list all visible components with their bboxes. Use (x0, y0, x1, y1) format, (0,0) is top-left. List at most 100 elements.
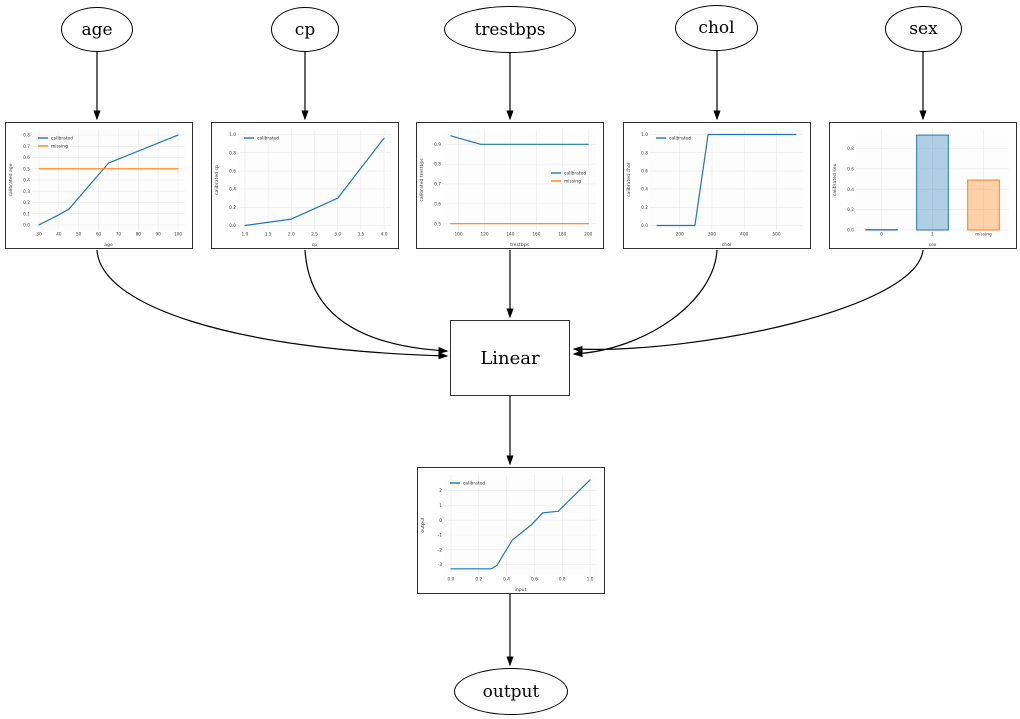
svg-text:0: 0 (880, 232, 883, 238)
svg-text:0.8: 0.8 (23, 133, 30, 139)
svg-text:cp: cp (312, 243, 318, 248)
svg-text:200: 200 (676, 232, 684, 238)
svg-text:0.8: 0.8 (229, 150, 236, 156)
input-node-cp-label: cp (294, 19, 316, 40)
svg-text:0.1: 0.1 (23, 211, 30, 217)
output-node-label: output (482, 681, 540, 702)
svg-text:160: 160 (532, 232, 540, 238)
svg-text:0.3: 0.3 (23, 189, 30, 195)
svg-text:0.6: 0.6 (641, 169, 648, 175)
svg-text:-1: -1 (438, 533, 443, 539)
svg-text:0.8: 0.8 (559, 577, 566, 583)
svg-text:0.5: 0.5 (434, 221, 441, 227)
svg-text:0.5: 0.5 (23, 166, 30, 172)
svg-text:500: 500 (772, 232, 780, 238)
input-node-trestbps: trestbps (444, 6, 576, 53)
edge-cp-calibration-to-linear (304, 249, 449, 355)
edge-age-calibration-to-linear (96, 249, 449, 360)
svg-text:0: 0 (439, 518, 442, 524)
svg-text:0.8: 0.8 (434, 162, 441, 168)
svg-text:missing: missing (564, 179, 581, 185)
svg-text:2: 2 (439, 488, 442, 494)
svg-text:1.0: 1.0 (229, 132, 236, 138)
svg-text:0.4: 0.4 (847, 187, 854, 193)
svg-text:1.0: 1.0 (242, 232, 249, 238)
svg-text:0.6: 0.6 (531, 577, 538, 583)
svg-text:0.4: 0.4 (229, 187, 236, 193)
svg-text:0.0: 0.0 (23, 223, 30, 229)
input-node-cp: cp (271, 7, 339, 52)
svg-text:0.4: 0.4 (23, 178, 30, 184)
svg-text:calibrated sex: calibrated sex (832, 164, 838, 197)
svg-text:0.8: 0.8 (641, 150, 648, 156)
svg-text:30: 30 (36, 232, 42, 238)
svg-text:4.0: 4.0 (381, 232, 388, 238)
edge-sex-calibration-to-linear (572, 249, 924, 353)
svg-text:1.5: 1.5 (265, 232, 272, 238)
svg-text:calibrated trestbps: calibrated trestbps (419, 158, 425, 202)
svg-text:3.0: 3.0 (334, 232, 341, 238)
svg-text:0.4: 0.4 (503, 577, 510, 583)
svg-text:200: 200 (584, 232, 592, 238)
svg-text:0.4: 0.4 (641, 187, 648, 193)
svg-text:0.9: 0.9 (434, 142, 441, 148)
input-node-age-label: age (81, 19, 113, 40)
svg-text:0.0: 0.0 (847, 228, 854, 234)
svg-text:0.6: 0.6 (847, 166, 854, 172)
svg-text:chol: chol (722, 242, 732, 248)
svg-text:300: 300 (708, 232, 716, 238)
svg-text:70: 70 (116, 232, 122, 238)
linear-node-label: Linear (480, 347, 540, 369)
svg-text:60: 60 (96, 232, 102, 238)
svg-text:0.6: 0.6 (434, 201, 441, 207)
input-node-age: age (61, 7, 133, 52)
input-node-sex-label: sex (909, 19, 938, 39)
svg-text:0.8: 0.8 (847, 146, 854, 152)
svg-text:0.0: 0.0 (641, 223, 648, 229)
svg-text:input: input (515, 587, 527, 593)
output-node: output (454, 668, 568, 715)
linear-node: Linear (450, 320, 570, 396)
svg-text:0.2: 0.2 (475, 577, 482, 583)
edge-chol-calibration-to-linear (572, 249, 718, 358)
svg-text:calibrated: calibrated (564, 171, 586, 177)
svg-text:output: output (420, 517, 426, 532)
svg-text:age: age (104, 243, 113, 248)
svg-text:sex: sex (929, 243, 937, 248)
svg-text:1.0: 1.0 (587, 577, 594, 583)
input-node-sex: sex (885, 6, 962, 52)
svg-text:calibrated: calibrated (669, 136, 691, 142)
input-node-chol-label: chol (698, 18, 735, 38)
input-node-trestbps-label: trestbps (474, 19, 546, 40)
svg-text:-2: -2 (438, 547, 443, 553)
svg-text:1: 1 (931, 232, 934, 238)
svg-text:0.0: 0.0 (229, 223, 236, 229)
svg-text:0.7: 0.7 (434, 182, 441, 188)
svg-text:400: 400 (740, 232, 748, 238)
svg-text:missing: missing (975, 232, 992, 238)
svg-text:1.0: 1.0 (641, 132, 648, 138)
svg-text:2.5: 2.5 (311, 232, 318, 238)
svg-text:calibrated chol: calibrated chol (626, 163, 632, 197)
svg-text:100: 100 (454, 232, 462, 238)
svg-text:100: 100 (174, 232, 182, 238)
svg-text:3.5: 3.5 (357, 232, 364, 238)
svg-text:2.0: 2.0 (288, 232, 295, 238)
svg-text:0.0: 0.0 (448, 577, 455, 583)
svg-text:calibrated: calibrated (463, 481, 485, 487)
svg-text:140: 140 (506, 232, 514, 238)
svg-text:0.6: 0.6 (23, 155, 30, 161)
